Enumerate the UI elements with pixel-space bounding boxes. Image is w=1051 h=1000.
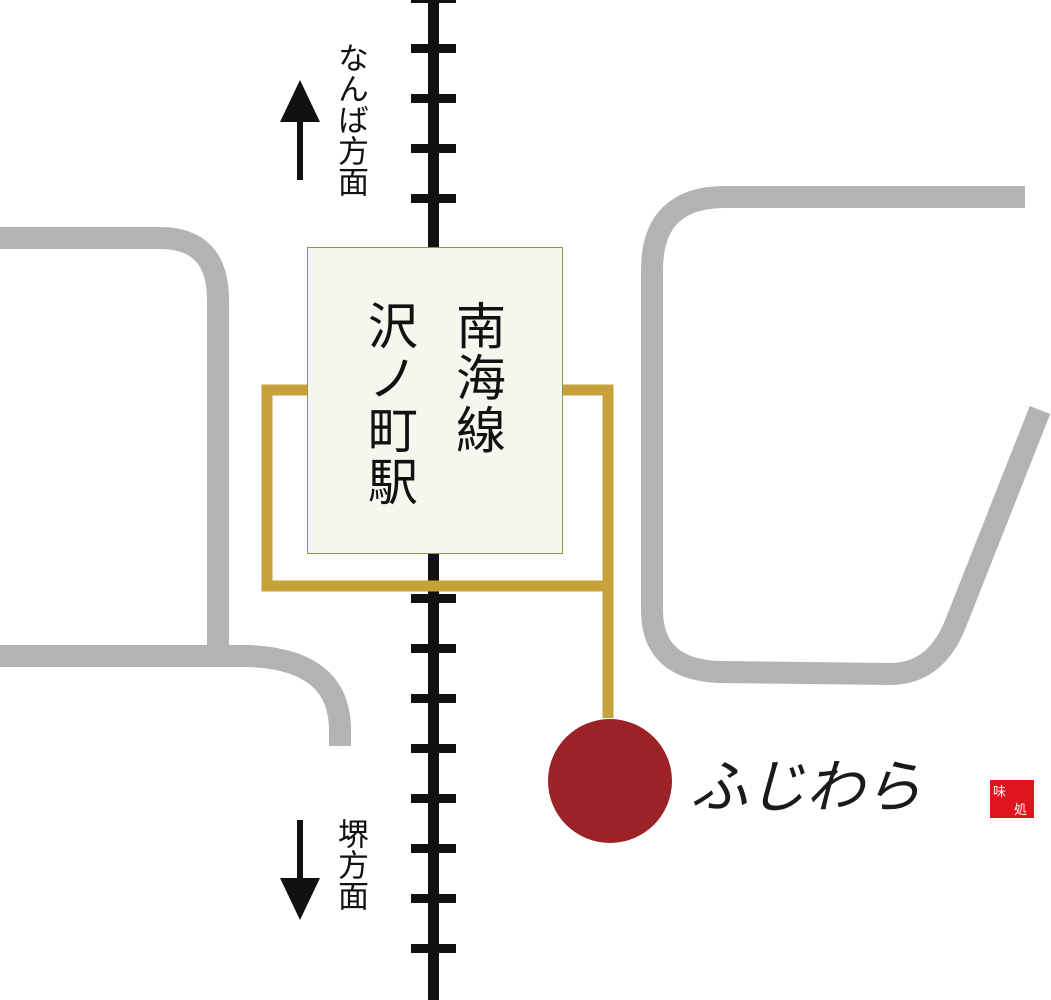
- railway-tie: [411, 844, 456, 853]
- railway-tie: [411, 694, 456, 703]
- road-left-upper: [0, 227, 229, 645]
- station-line-label: 南海線: [448, 300, 506, 456]
- direction-north-label: なんば方面: [332, 42, 368, 197]
- railway-tie: [411, 894, 456, 903]
- railway-tie: [411, 744, 456, 753]
- railway-tie: [411, 144, 456, 153]
- railway-tie: [411, 644, 456, 653]
- station-box: [307, 247, 563, 554]
- road-right: [641, 186, 1051, 685]
- stamp-icon: [990, 780, 1034, 818]
- railway-tie: [411, 794, 456, 803]
- arrow-down-icon: [280, 820, 320, 920]
- railway-tie: [411, 0, 456, 3]
- railway-tie: [411, 44, 456, 53]
- arrow-up-icon: [280, 80, 320, 180]
- shop-name-logo-text: ふじわら: [690, 753, 922, 821]
- railway-tie: [411, 594, 456, 603]
- shop-logo: ふじわら 味 処: [690, 753, 1034, 821]
- station-name-label: 沢ノ町駅: [360, 300, 418, 508]
- railway-tie: [411, 944, 456, 953]
- road-left-lower: [0, 645, 351, 746]
- shop-marker: [548, 719, 672, 843]
- route-path-left: [261, 384, 608, 592]
- direction-south-label: 堺方面: [332, 818, 368, 911]
- railway-tie: [411, 194, 456, 203]
- stamp-text-2: 処: [1014, 803, 1027, 818]
- route-path-right: [560, 384, 614, 718]
- stamp-text: 味: [993, 785, 1006, 800]
- railway-tie: [411, 94, 456, 103]
